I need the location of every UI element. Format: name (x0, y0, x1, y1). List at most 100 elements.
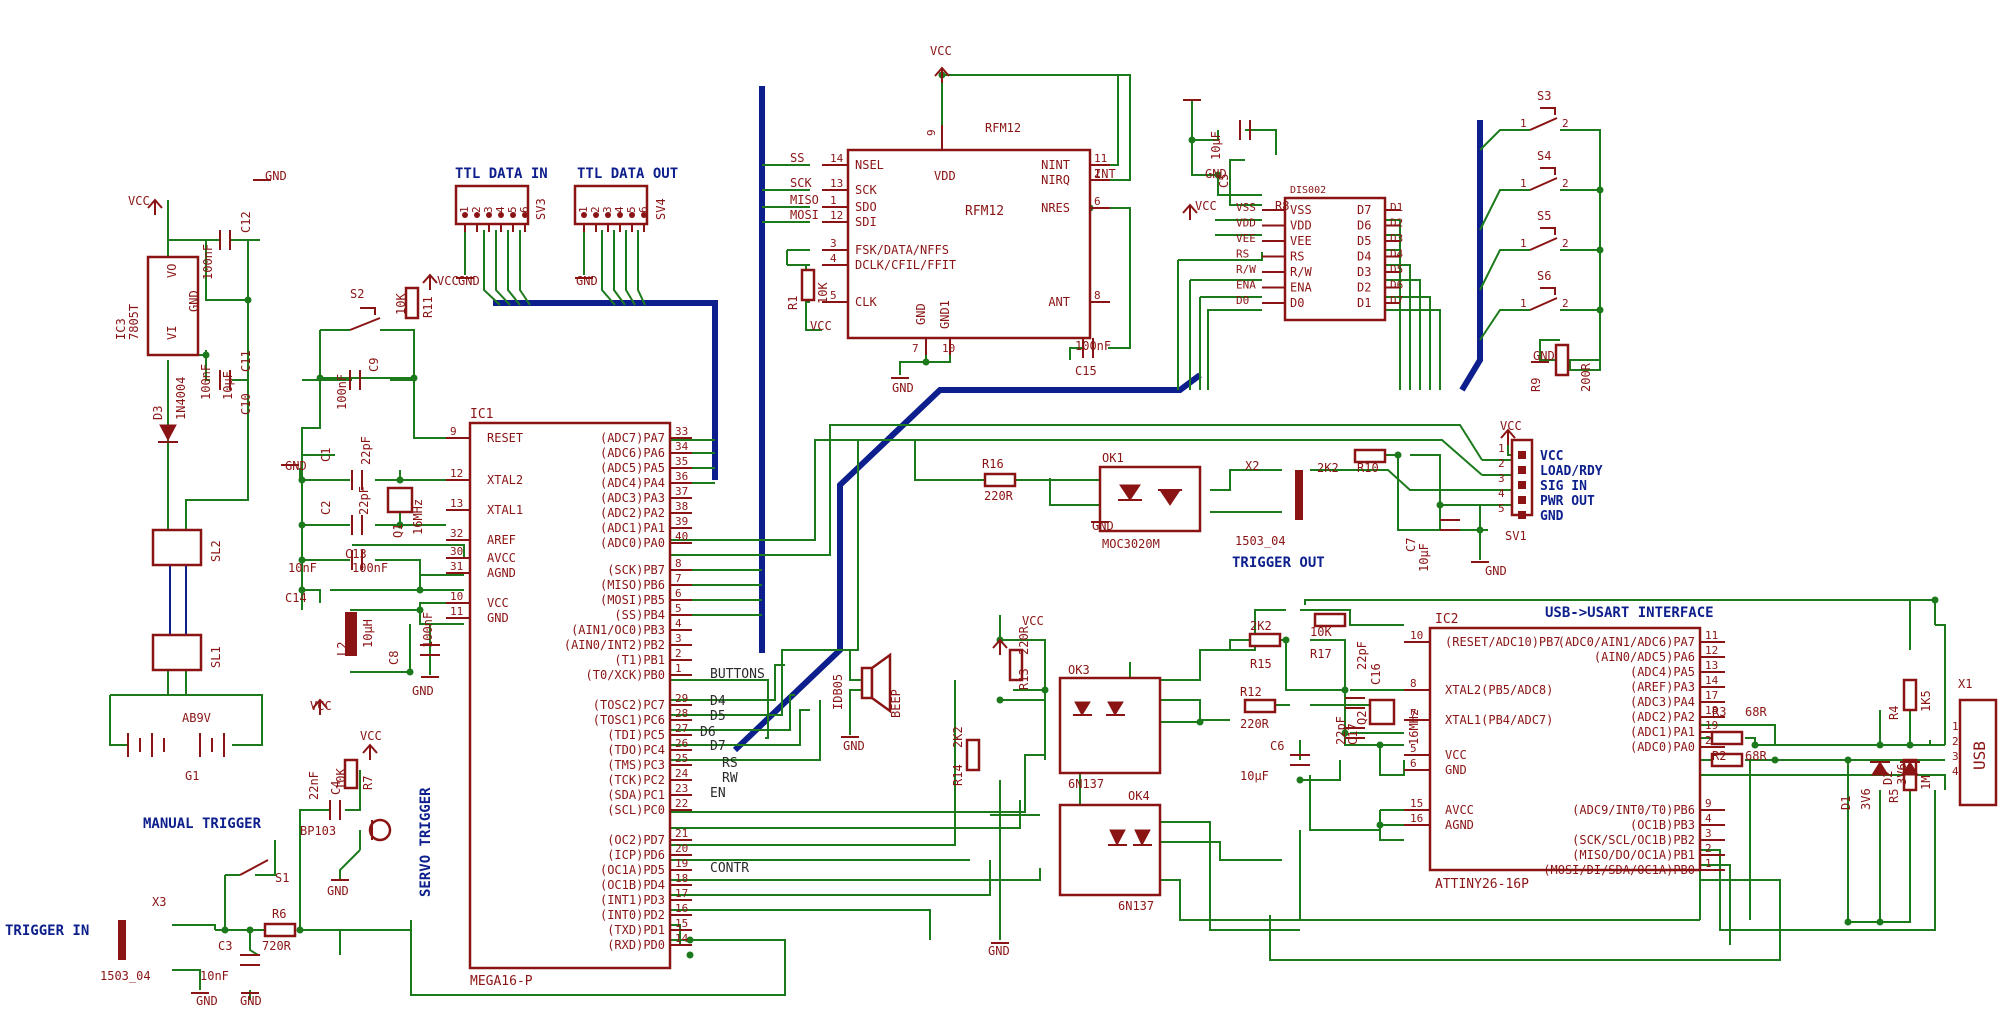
rfm12-pinnum: 12 (830, 209, 843, 222)
lcd-pin-label: VEE (1290, 234, 1312, 248)
ic1-ref: IC1 (470, 407, 493, 422)
usb-label: USB (1970, 741, 1989, 770)
ic2-pin-label: AVCC (1445, 803, 1474, 817)
ic2-pin-label: (ADC1)PA1 (1630, 725, 1695, 739)
sv1-label: SV1 (1505, 529, 1527, 543)
vcc-arrow (934, 66, 950, 83)
ic1-pin-tdopc4: (TDO)PC4 (607, 743, 665, 757)
ic2-pinnum: 5 (1410, 742, 1417, 755)
ic1-pinnum: 40 (675, 530, 688, 543)
ic1-pinnum: 33 (675, 425, 688, 438)
ic2-pinnum: 11 (1705, 629, 1718, 642)
ic1-pin-tdipc5: (TDI)PC5 (607, 728, 665, 742)
rfm12-pin-label: NSEL (855, 158, 884, 172)
lcd-net-label: D5 (1390, 263, 1403, 276)
ic1-pin-tosc1pc6: (TOSC1)PC6 (593, 713, 665, 727)
rfm12-pin-label: ANT (1048, 295, 1070, 309)
ic1-pinnum: 26 (675, 737, 688, 750)
ic1-pinnum: 27 (675, 722, 688, 735)
inductor-l2: L2 10µH (335, 612, 375, 656)
r3-value: 68R (1745, 705, 1767, 719)
q2-ref: Q2 (1355, 711, 1369, 725)
c13-value: 100nF (352, 561, 388, 575)
ic1-pinnum: 12 (450, 467, 463, 480)
ic1-pinnum: 35 (675, 455, 688, 468)
ic1-pin-avcc: AVCC (487, 551, 516, 565)
ic1-pinnum: 39 (675, 515, 688, 528)
c4-ref: C4 (329, 781, 343, 795)
g1-value: AB9V (182, 711, 211, 725)
rfm12-pin-label: NRES (1041, 201, 1070, 215)
lcd-pin-label: ENA (1290, 281, 1312, 295)
sl1-label: SL1 (209, 646, 223, 668)
sv1-pinnum: 1 (1498, 442, 1505, 455)
r17-value: 10K (1310, 625, 1332, 639)
ic1-pinnum: 36 (675, 470, 688, 483)
lcd-net-label: D7 (1390, 294, 1403, 307)
ic2-pinnum: 3 (1705, 827, 1712, 840)
header-pin (593, 212, 599, 218)
ic1-pinnum: 32 (450, 527, 463, 540)
c1-ref: C1 (319, 448, 333, 462)
rfm12-pin-label: NIRQ (1041, 173, 1070, 187)
s6-ref: S6 (1537, 269, 1551, 283)
ic2-pinnum: 12 (1705, 644, 1718, 657)
ic2-pin-label: (ADC3)PA4 (1630, 695, 1695, 709)
gnd-label: GND (1205, 167, 1227, 181)
ic1-pin-t1pb1: (T1)PB1 (614, 653, 665, 667)
ic1-pinnum: 18 (675, 872, 688, 885)
r4-value: 1K5 (1919, 690, 1933, 712)
header-pin (641, 212, 647, 218)
ic3-pin-vi: VI (165, 326, 179, 340)
l2-ref: L2 (335, 642, 349, 656)
vcc-label: VCC (1195, 199, 1217, 213)
c6-ref: C6 (1270, 739, 1284, 753)
trigger-jacks: X2 1503_04 X3 1503_04 (100, 459, 1303, 983)
ic1-pin-adc5pa5: (ADC5)PA5 (600, 461, 665, 475)
ic2-pin-label: (ADC9/INT0/T0)PB6 (1572, 803, 1695, 817)
header-pinnum: 4 (494, 206, 507, 213)
c1-value: 22pF (359, 436, 373, 465)
ic2-pin-label: (AIN0/ADC5)PA6 (1594, 650, 1695, 664)
c2-ref: C2 (319, 501, 333, 515)
ic1-pinnum: 7 (675, 572, 682, 585)
rfm12-vdd: VDD (934, 169, 956, 183)
r7-ref: R7 (361, 776, 375, 790)
vcc-label: VCC (437, 274, 459, 288)
ic1-mega16: IC1 MEGA16-P RESET9XTAL212XTAL113AREF32A… (446, 407, 765, 989)
ic2-pinnum: 16 (1410, 812, 1423, 825)
ic1-pin-tckpc2: (TCK)PC2 (607, 773, 665, 787)
c4-value: 22nF (307, 771, 321, 800)
sv1-pinnum: 5 (1498, 502, 1505, 515)
rfm12-net: SS (790, 151, 804, 165)
vcc-arrow (992, 638, 1008, 655)
c6-value: 10µF (1240, 769, 1269, 783)
q1-ref: Q1 (391, 524, 405, 538)
r13-value: 220R (1017, 625, 1031, 655)
sv1-pin (1518, 451, 1526, 459)
ic1-pin-oc2pd7: (OC2)PD7 (607, 833, 665, 847)
ic1-left-pins: RESET9XTAL212XTAL113AREF32AVCC30AGND31VC… (446, 425, 523, 625)
ic2-pin-label: GND (1445, 763, 1467, 777)
header-pinnum: 3 (601, 206, 614, 213)
ic2-pin-label: (MOSI/DI/SDA/OC1A)PB0 (1543, 863, 1695, 877)
net-rw: RW (722, 771, 738, 786)
c8-ref: C8 (387, 651, 401, 665)
vcc-label: VCC (310, 699, 332, 713)
lcd-net-label: D1 (1390, 201, 1403, 214)
beep-ref: BEEP (889, 689, 903, 718)
ic1-pinnum: 37 (675, 485, 688, 498)
rfm12-pinnum: 2 (1094, 167, 1101, 180)
header-pinnum: 5 (625, 206, 638, 213)
header-pin (617, 212, 623, 218)
svg-text:7: 7 (912, 342, 919, 355)
data-bus (169, 86, 1483, 753)
ic1-pinnum: 10 (450, 590, 463, 603)
ic2-value: ATTINY26-16P (1435, 877, 1529, 892)
header-pinnum: 3 (482, 206, 495, 213)
